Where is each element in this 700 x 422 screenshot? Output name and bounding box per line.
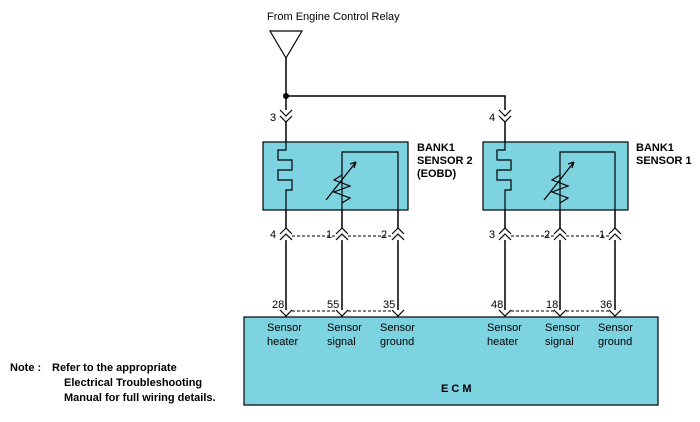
- sensor1-name-line1: BANK1: [636, 142, 674, 154]
- ecm-terminal-6-line2: ground: [598, 336, 632, 348]
- ecm-terminal-1-line1: Sensor: [267, 322, 302, 334]
- ecm-terminal-2-line1: Sensor: [327, 322, 362, 334]
- sensor1-supply-pin: 4: [489, 112, 495, 124]
- note-line-3: Manual for full wiring details.: [64, 392, 216, 404]
- ecm-terminal-4-line1: Sensor: [487, 322, 522, 334]
- ecm-terminal-6-line1: Sensor: [598, 322, 633, 334]
- sensor1-box: [482, 141, 629, 211]
- sensor1-name-line2: SENSOR 1: [636, 155, 692, 167]
- sensor1-pin-heater: 3: [489, 229, 495, 241]
- ecm-terminal-3-line1: Sensor: [380, 322, 415, 334]
- sensor2-name-line1: BANK1: [417, 142, 455, 154]
- ecm-box: [243, 316, 659, 406]
- sensor2-name-line3: (EOBD): [417, 168, 456, 180]
- splice-point: [283, 93, 289, 99]
- ecm-pin-5: 18: [546, 299, 558, 311]
- power-source-triangle-icon: [268, 30, 304, 60]
- note-line-2: Electrical Troubleshooting: [64, 377, 202, 389]
- sensor2-pin-heater: 4: [270, 229, 276, 241]
- ecm-terminal-3-line2: ground: [380, 336, 414, 348]
- ecm-pin-6: 36: [600, 299, 612, 311]
- ecm-terminal-2-line2: signal: [327, 336, 356, 348]
- sensor2-pin-ground: 2: [381, 229, 387, 241]
- ecm-pin-3: 35: [383, 299, 395, 311]
- supply-wire-sensor1: [286, 95, 506, 110]
- ecm-terminal-5-line2: signal: [545, 336, 574, 348]
- ecm-terminal-1-line2: heater: [267, 336, 299, 348]
- ecm-terminal-4-line2: heater: [487, 336, 519, 348]
- note-prefix: Note :: [10, 362, 41, 374]
- connector-sensor2-lower: 4 1 2: [270, 227, 405, 241]
- ecm-title: E C M: [441, 383, 472, 395]
- note-line-1: Refer to the appropriate: [52, 362, 177, 374]
- ecm-pin-2: 55: [327, 299, 339, 311]
- connector-sensor2-supply: 3: [270, 109, 293, 124]
- heater-element-icon: [277, 142, 293, 210]
- sensor2-pin-signal: 1: [326, 229, 332, 241]
- heater-element-icon: [496, 142, 512, 210]
- sensor2-name-line2: SENSOR 2: [417, 155, 473, 167]
- ecm-pin-4: 48: [491, 299, 503, 311]
- sensor1-pin-ground: 1: [599, 229, 605, 241]
- sensor2-supply-pin: 3: [270, 112, 276, 124]
- ecm-connector: 28 55 35 48 18 36: [272, 299, 622, 317]
- connector-sensor1-supply: 4: [489, 109, 512, 124]
- sensor1-pin-signal: 2: [544, 229, 550, 241]
- sensor2-box: [262, 141, 409, 211]
- ecm-pin-1: 28: [272, 299, 284, 311]
- ecm-terminal-5-line1: Sensor: [545, 322, 580, 334]
- source-label: From Engine Control Relay: [267, 11, 400, 23]
- connector-sensor1-lower: 3 2 1: [489, 227, 622, 241]
